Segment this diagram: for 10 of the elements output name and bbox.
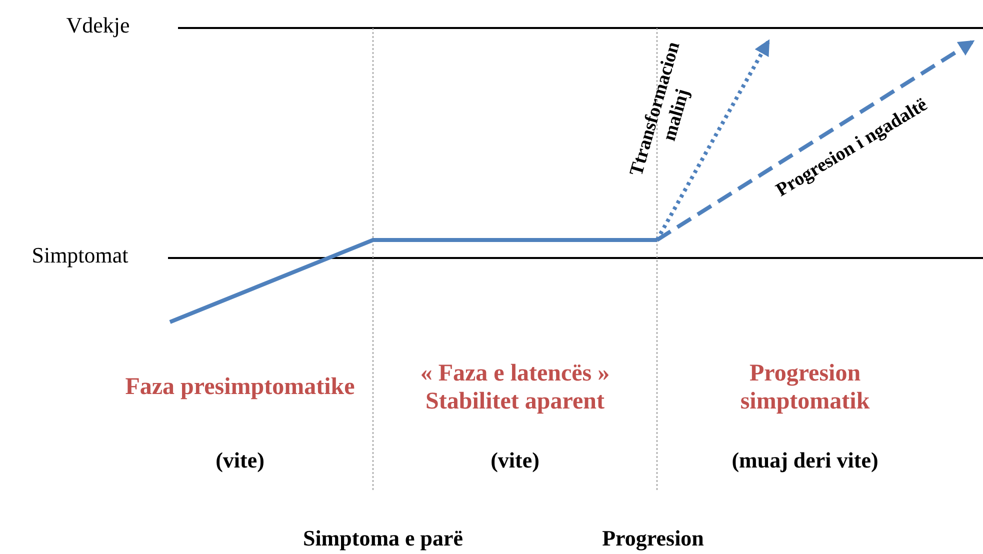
milestone-label: Progresion bbox=[602, 525, 704, 551]
milestone-label: Simptoma e parë bbox=[302, 525, 464, 551]
duration-label: (muaj deri vite) bbox=[732, 447, 878, 473]
axis-label: Simptomat bbox=[32, 242, 128, 268]
duration-label: (vite) bbox=[490, 447, 540, 473]
phase-title: Faza presimptomatike bbox=[125, 374, 355, 402]
axis-label: Vdekje bbox=[66, 12, 130, 38]
phase-title: « Faza e latencës » Stabilitet aparent bbox=[419, 360, 611, 416]
duration-label: (vite) bbox=[216, 447, 264, 473]
phase-title: Progresion simptomatik bbox=[739, 360, 871, 416]
